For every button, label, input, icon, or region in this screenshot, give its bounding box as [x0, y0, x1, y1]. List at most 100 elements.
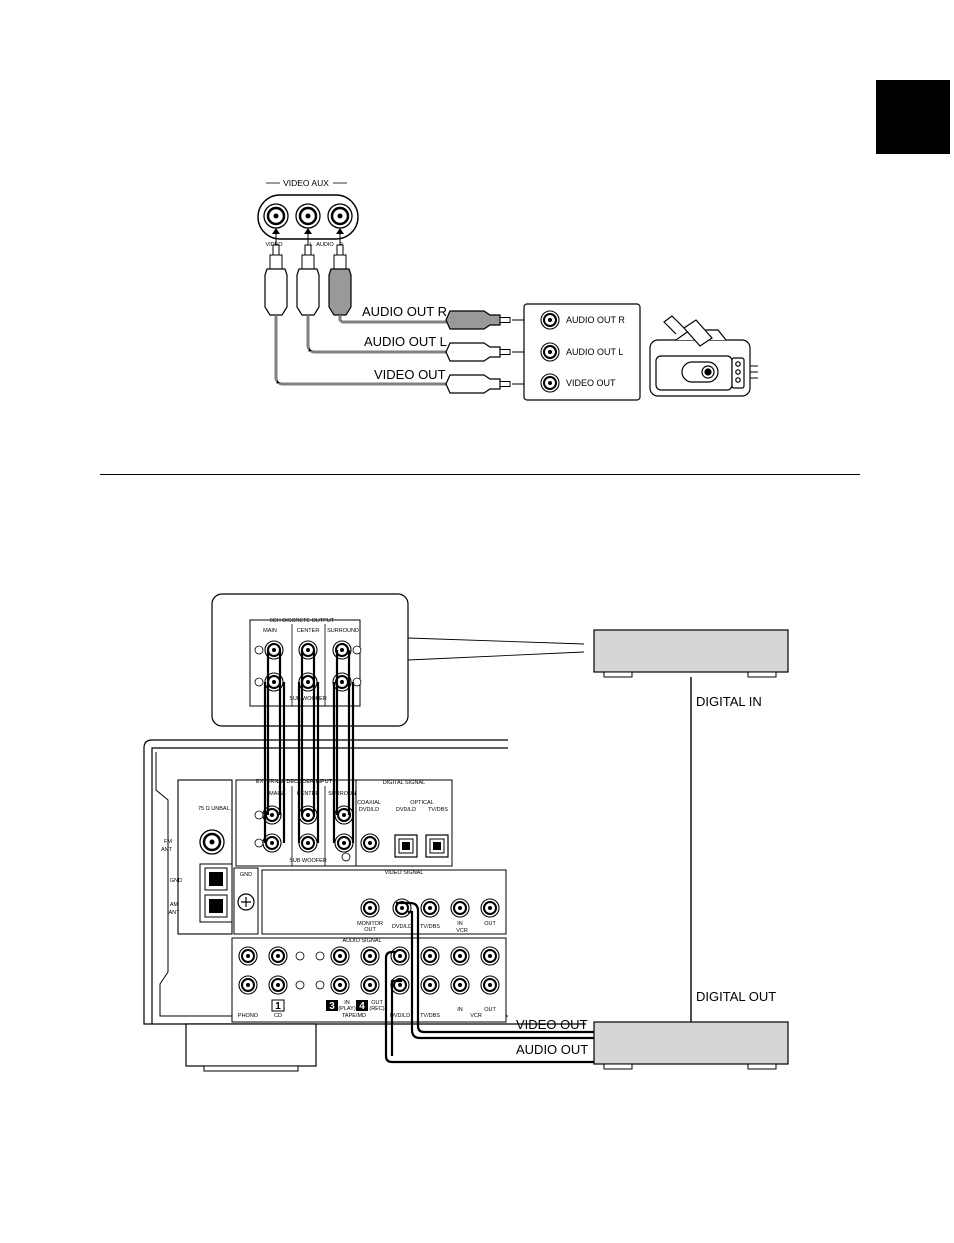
plug-audio-l-left	[296, 244, 320, 316]
ext-group-main: MAIN	[269, 791, 283, 797]
audio-tape-in-l-jack	[330, 946, 350, 966]
audio-label-vcr-in: IN	[457, 1007, 463, 1013]
plug-audio-l-right	[445, 342, 511, 362]
audio-dvd-l-jack	[390, 946, 410, 966]
ext-surround-r-jack	[334, 833, 354, 853]
coaxial-dvd-jack	[360, 833, 380, 853]
audio-phono-l-jack	[238, 946, 258, 966]
audio-tape-out-l-jack	[360, 946, 380, 966]
plug-audio-r-right	[445, 310, 511, 330]
video-aux-audio-r-jack	[326, 202, 354, 230]
audio-vcr-out-l-jack	[480, 946, 500, 966]
label-audio-out: AUDIO OUT	[516, 1042, 588, 1057]
dvd-player-unit	[593, 1021, 789, 1065]
digital-label-opt-tvdbs: TV/DBS	[428, 807, 448, 813]
digital-label-opt-dvd: DVD/LD	[396, 807, 416, 813]
video-label-out: OUT	[364, 927, 376, 933]
audio-vcr-in-r-jack	[450, 975, 470, 995]
audio-vcr-out-r-jack	[480, 975, 500, 995]
optical-dvd-jack	[394, 834, 418, 858]
gnd-label-2: GND	[240, 872, 252, 878]
six-channel-cables	[263, 650, 355, 843]
video-label-dvd: DVD/LD	[392, 924, 412, 930]
ext-group-center: CENTER	[297, 791, 320, 797]
audio-tape-in-r-jack	[330, 975, 350, 995]
video-label-tvdbs: TV/DBS	[420, 924, 440, 930]
audio-tape-out-r-jack	[360, 975, 380, 995]
section-divider	[100, 474, 860, 475]
badge-1-text: 1	[275, 1001, 281, 1012]
inset-title: 6CH DISCRETE OUTPUT	[270, 618, 335, 624]
audio-tvdbs-l-jack	[420, 946, 440, 966]
plug-video-right	[445, 374, 511, 394]
video-vcr-out-jack	[480, 898, 500, 918]
audio-vcr-in-l-jack	[450, 946, 470, 966]
am-ant-label: ANT	[169, 910, 181, 916]
audio-phono-r-jack	[238, 975, 258, 995]
digital-label-optical: OPTICAL	[410, 800, 434, 806]
camcorder-video-jack	[540, 373, 560, 393]
ant-75-label: 75 Ω UNBAL.	[198, 806, 232, 812]
label-digital-out: DIGITAL OUT	[696, 989, 776, 1004]
video-aux-audio-l-jack	[294, 202, 322, 230]
audio-label-phono: PHONO	[238, 1013, 259, 1019]
audio-cd-l-jack	[268, 946, 288, 966]
decoder-unit	[593, 629, 789, 673]
plug-video-left	[264, 244, 288, 316]
figure-video-aux: VIDEO AUX VIDEO L AUDIO R	[257, 178, 758, 401]
video-tvdbs-jack	[420, 898, 440, 918]
badge-3-text: 3	[329, 1001, 335, 1012]
audio-cd-r-jack	[268, 975, 288, 995]
audio-label-in: IN	[344, 1000, 350, 1006]
inset-callout	[211, 593, 409, 727]
digital-signal-title: DIGITAL SIGNAL	[383, 780, 425, 786]
ext-group-surround: SURROUND	[328, 791, 360, 797]
ext-sub-woofer: SUB WOOFER	[289, 858, 327, 864]
inset-group-center: CENTER	[297, 628, 320, 634]
digital-label-coax-dvd: DVD/LD	[359, 807, 379, 813]
audio-label-rec: (REC)	[369, 1006, 384, 1012]
ext-subwoofer-jack	[298, 833, 318, 853]
badge-3	[326, 1000, 338, 1011]
camcorder-audio-r-jack	[540, 310, 560, 330]
video-signal-title: VIDEO SIGNAL	[385, 870, 424, 876]
digital-label-coaxial: COAXIAL	[357, 800, 381, 806]
badge-4	[356, 1000, 368, 1011]
audio-label-tvdbs: TV/DBS	[420, 1013, 440, 1019]
video-label-vcr-out: OUT	[484, 921, 496, 927]
camcorder-audio-l-jack	[540, 342, 560, 362]
audio-label-tapemd: TAPE/MD	[342, 1013, 366, 1019]
fm-label: FM	[164, 839, 172, 845]
cable-label-audio-out-l: AUDIO OUT L	[364, 334, 447, 349]
fm-antenna-jack	[198, 828, 226, 856]
camcorder-illustration	[649, 315, 758, 397]
audio-label-play: (PLAY)	[338, 1006, 355, 1012]
video-aux-title: VIDEO AUX	[283, 178, 329, 188]
video-vcr-in-jack	[450, 898, 470, 918]
audio-signal-title: AUDIO SIGNAL	[342, 938, 381, 944]
badge-1	[271, 999, 285, 1012]
video-signal-panel	[261, 869, 507, 935]
video-dvd-jack	[392, 898, 412, 918]
video-monitor-out-jack	[360, 898, 380, 918]
figure-external-decoder: 6CH DISCRETE OUTPUT MAIN CENTER SURROUND…	[143, 593, 789, 1072]
video-aux-video-jack	[262, 202, 290, 230]
inset-sub-woofer: SUB WOOFER	[289, 696, 327, 702]
device-label-audio-out-r: AUDIO OUT R	[566, 315, 625, 325]
am-label: AM	[170, 902, 179, 908]
inset-group-main: MAIN	[263, 628, 277, 634]
video-label-monitor: MONITOR	[357, 921, 383, 927]
ext-decoder-title: EXTERNAL DECODER INPUT	[256, 779, 333, 785]
cable-label-audio-out-r: AUDIO OUT R	[362, 304, 447, 319]
fm-ant-label: ANT	[161, 847, 173, 853]
inset-group-surround: SURROUND	[327, 628, 359, 634]
receiver-rear-panel	[143, 739, 586, 1072]
audio-label-dvd: DVD/LD	[390, 1013, 410, 1019]
badge-4-text: 4	[359, 1001, 365, 1012]
audio-label-vcr: VCR	[470, 1013, 482, 1019]
audio-label-out: OUT	[371, 1000, 383, 1006]
device-label-video-out: VIDEO OUT	[566, 378, 616, 388]
device-label-audio-out-l: AUDIO OUT L	[566, 347, 623, 357]
audio-label-cd: CD	[274, 1013, 282, 1019]
